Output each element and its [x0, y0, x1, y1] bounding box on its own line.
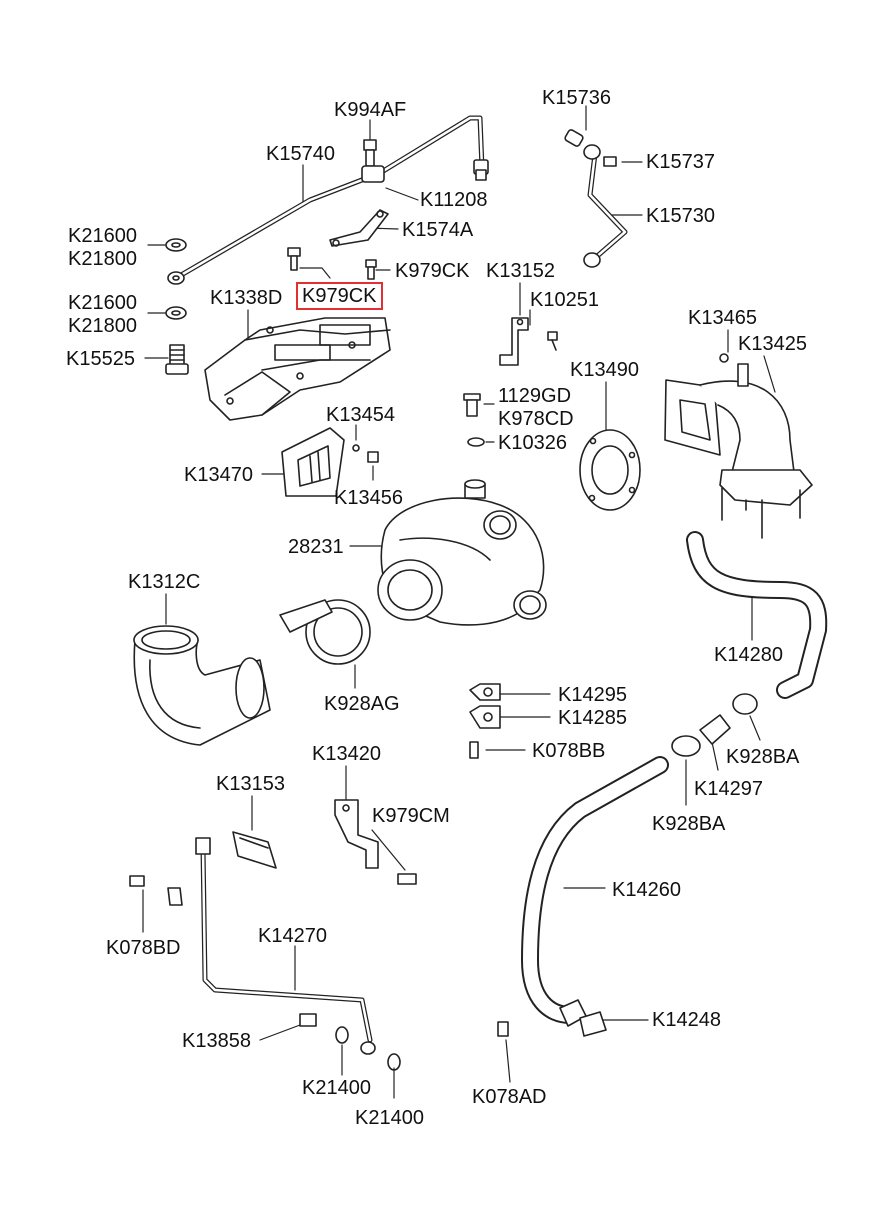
- label-k14295[interactable]: K14295: [558, 684, 627, 706]
- label-k21400-b[interactable]: K21400: [355, 1107, 424, 1129]
- label-k15730[interactable]: K15730: [646, 205, 715, 227]
- bracket-k13152: [499, 317, 558, 366]
- label-k10251[interactable]: K10251: [530, 289, 599, 311]
- label-k14285[interactable]: K14285: [558, 707, 627, 729]
- bolt-and-ring: [463, 393, 485, 447]
- label-k078bb[interactable]: K078BB: [532, 740, 606, 762]
- oil-feed-pipe: [167, 115, 489, 285]
- label-k13858[interactable]: K13858: [182, 1030, 251, 1052]
- label-k078ad[interactable]: K078AD: [472, 1086, 547, 1108]
- label-k13454[interactable]: K13454: [326, 404, 395, 426]
- label-k14270[interactable]: K14270: [258, 925, 327, 947]
- label-k14297[interactable]: K14297: [694, 778, 763, 800]
- oil-return-pipe: [564, 129, 628, 268]
- label-k21400-a[interactable]: K21400: [302, 1077, 371, 1099]
- hose-k14280: [686, 531, 828, 699]
- label-k13470[interactable]: K13470: [184, 464, 253, 486]
- flanges: [469, 683, 501, 759]
- turbocharger: [377, 479, 547, 626]
- label-k21800-b[interactable]: K21800: [68, 315, 137, 337]
- heat-shield: [204, 317, 391, 421]
- label-k21600-a[interactable]: K21600: [68, 225, 137, 247]
- label-k1574a[interactable]: K1574A: [402, 219, 474, 241]
- label-k15737[interactable]: K15737: [646, 151, 715, 173]
- label-k13152[interactable]: K13152: [486, 260, 555, 282]
- clip-bracket: [361, 139, 385, 183]
- bracket-k1574a: [329, 209, 389, 247]
- gasket-k13490: [579, 429, 641, 511]
- label-k13465[interactable]: K13465: [688, 307, 757, 329]
- label-k928ba-b[interactable]: K928BA: [652, 813, 726, 835]
- pipe-k14270: [195, 837, 401, 1071]
- label-k10326[interactable]: K10326: [498, 432, 567, 454]
- banjo-bolt: [165, 344, 189, 375]
- label-k979ck-a[interactable]: K979CK: [395, 260, 470, 282]
- label-k21800-a[interactable]: K21800: [68, 248, 137, 270]
- label-k928ba-a[interactable]: K928BA: [726, 746, 800, 768]
- label-k15740[interactable]: K15740: [266, 143, 335, 165]
- label-k13153[interactable]: K13153: [216, 773, 285, 795]
- bracket-k13153: [232, 831, 277, 869]
- leader-lines: [142, 105, 776, 1099]
- hose-k14297: [671, 693, 758, 757]
- label-k13456[interactable]: K13456: [334, 487, 403, 509]
- label-k1338d[interactable]: K1338D: [210, 287, 283, 309]
- label-k978cd[interactable]: K978CD: [498, 408, 574, 430]
- label-k14260[interactable]: K14260: [612, 879, 681, 901]
- intake-elbow: [133, 625, 271, 746]
- hose-clamp-k928ag: [279, 599, 371, 665]
- label-k979ck-highlighted[interactable]: K979CK: [296, 282, 383, 310]
- pipe-k14260: [497, 756, 669, 1037]
- washers-top: [165, 238, 187, 320]
- label-k11208[interactable]: K11208: [420, 189, 488, 211]
- label-k14280[interactable]: K14280: [714, 644, 783, 666]
- small-bolts-top: [287, 247, 377, 280]
- label-k14248[interactable]: K14248: [652, 1009, 721, 1031]
- bracket-k13420: [334, 799, 417, 885]
- label-k15736[interactable]: K15736: [542, 87, 611, 109]
- label-k979cm[interactable]: K979CM: [372, 805, 450, 827]
- label-k15525[interactable]: K15525: [66, 348, 135, 370]
- label-28231[interactable]: 28231: [288, 536, 344, 558]
- label-k994af[interactable]: K994AF: [334, 99, 407, 121]
- label-k13420[interactable]: K13420: [312, 743, 381, 765]
- exhaust-elbow: [664, 353, 813, 539]
- label-k13490[interactable]: K13490: [570, 359, 639, 381]
- label-k13425[interactable]: K13425: [738, 333, 807, 355]
- gasket-k13470: [281, 427, 379, 497]
- label-k21600-b[interactable]: K21600: [68, 292, 137, 314]
- label-1129gd[interactable]: 1129GD: [498, 385, 572, 407]
- label-k078bd[interactable]: K078BD: [106, 937, 181, 959]
- small-parts-left: [129, 875, 183, 906]
- label-k1312c[interactable]: K1312C: [128, 571, 201, 593]
- label-k928ag[interactable]: K928AG: [324, 693, 400, 715]
